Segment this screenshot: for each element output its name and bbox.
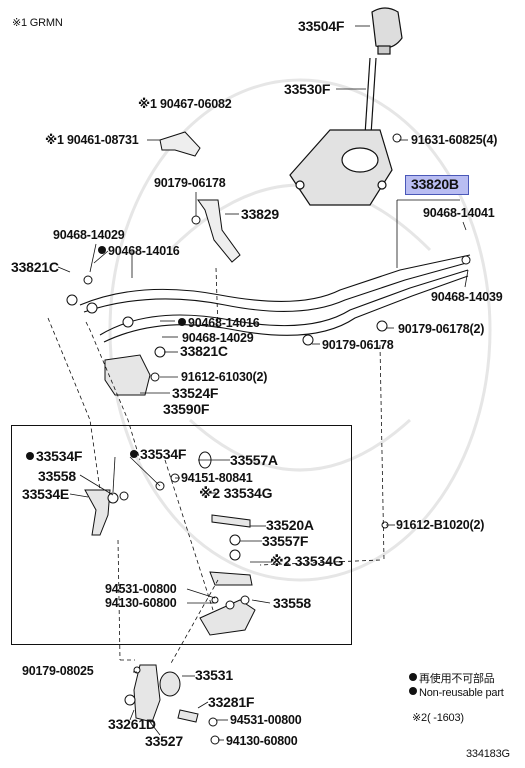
part-91631-60825[interactable]: 91631-60825(4) — [411, 133, 498, 147]
header-note: ※1 GRMN — [12, 16, 63, 30]
part-33558[interactable]: 33558 — [38, 468, 76, 484]
legend-reuse-jp: 再使用不可部品 — [409, 672, 495, 686]
part-33534G-row: ※2 33534G — [199, 485, 273, 501]
non-reusable-dot — [130, 450, 138, 458]
part-33520A[interactable]: 33520A — [266, 517, 314, 533]
part-33534F-b-label: 33534F — [140, 446, 187, 462]
part-33534G-b[interactable]: 33534G — [294, 553, 344, 569]
note-mark: ※1 — [12, 17, 27, 29]
note-mark-2: ※2 — [270, 553, 291, 569]
assembly-33590F-box — [11, 425, 352, 645]
part-90468-14029-b[interactable]: 90468-14029 — [182, 331, 254, 345]
legend-dot — [409, 687, 417, 695]
part-90468-14041[interactable]: 90468-14041 — [423, 206, 495, 220]
part-90468-14039[interactable]: 90468-14039 — [431, 290, 503, 304]
part-90179-08025[interactable]: 90179-08025 — [22, 664, 94, 678]
part-94151-80841[interactable]: 94151-80841 — [181, 471, 253, 485]
part-33530F[interactable]: 33530F — [284, 81, 331, 97]
footnote-text: ( -1603) — [426, 712, 464, 724]
note-mark-2: ※2 — [199, 485, 220, 501]
part-33820B[interactable]: 33820B — [411, 176, 459, 192]
part-90467-06082-row: ※1 90467-06082 — [138, 97, 232, 111]
part-90179-06178-b[interactable]: 90179-06178 — [322, 338, 394, 352]
part-94531-00800-b[interactable]: 94531-00800 — [230, 713, 302, 727]
part-33557F[interactable]: 33557F — [262, 533, 309, 549]
part-33281F[interactable]: 33281F — [208, 694, 255, 710]
part-33261D[interactable]: 33261D — [108, 716, 156, 732]
part-91612-B1020[interactable]: 91612-B1020(2) — [396, 518, 485, 532]
part-33558-b[interactable]: 33558 — [273, 595, 311, 611]
part-90179-06178-2[interactable]: 90179-06178(2) — [398, 322, 485, 336]
legend-reuse-jp-text: 再使用不可部品 — [419, 673, 495, 685]
shift-knob — [371, 7, 403, 55]
part-90461-08731-row: ※1 90461-08731 — [45, 133, 139, 147]
legend-reuse-en-text: Non-reusable part — [419, 687, 504, 699]
part-90468-14016-label: 90468-14016 — [108, 244, 180, 258]
legend-reuse-en: Non-reusable part — [409, 686, 504, 700]
part-33821C-b[interactable]: 33821C — [180, 343, 228, 359]
legend-dot — [409, 673, 417, 681]
part-33534F-b[interactable]: 33534F — [130, 447, 186, 461]
part-91612-61030[interactable]: 91612-61030(2) — [181, 370, 268, 384]
note-text: GRMN — [29, 17, 63, 29]
part-90467-06082[interactable]: 90467-06082 — [160, 97, 232, 111]
part-90461-08731[interactable]: 90461-08731 — [67, 133, 139, 147]
non-reusable-dot — [178, 318, 186, 326]
part-33527[interactable]: 33527 — [145, 733, 183, 749]
part-94130-60800-b[interactable]: 94130-60800 — [226, 734, 298, 748]
highlight-box-33820B — [405, 175, 469, 195]
note-mark-1: ※1 — [45, 133, 64, 147]
part-94531-00800[interactable]: 94531-00800 — [105, 582, 177, 596]
note-mark-1: ※1 — [138, 97, 157, 111]
footnote-mark: ※2 — [412, 712, 427, 724]
part-94130-60800[interactable]: 94130-60800 — [105, 596, 177, 610]
part-33829[interactable]: 33829 — [241, 206, 279, 222]
part-33534G-b-row: ※2 33534G — [270, 553, 344, 569]
part-90468-14016-b[interactable]: 90468-14016 — [178, 316, 260, 330]
diagram-id: 334183G — [466, 748, 510, 760]
non-reusable-dot — [26, 452, 34, 460]
part-33504F[interactable]: 33504F — [298, 18, 345, 34]
part-33821C[interactable]: 33821C — [11, 259, 59, 275]
part-90468-14016[interactable]: 90468-14016 — [98, 244, 180, 258]
part-33557A[interactable]: 33557A — [230, 452, 278, 468]
part-90468-14029[interactable]: 90468-14029 — [53, 228, 125, 242]
part-90179-06178[interactable]: 90179-06178 — [154, 176, 226, 190]
part-33531[interactable]: 33531 — [195, 667, 233, 683]
part-33590F[interactable]: 33590F — [163, 401, 210, 417]
part-33534E[interactable]: 33534E — [22, 486, 70, 502]
part-90468-14016-b-label: 90468-14016 — [188, 316, 260, 330]
part-33534F-label: 33534F — [36, 448, 83, 464]
part-33534G[interactable]: 33534G — [223, 485, 273, 501]
non-reusable-dot — [98, 246, 106, 254]
legend-footnote: ※2( -1603) — [412, 711, 464, 725]
part-33534F[interactable]: 33534F — [26, 449, 82, 463]
part-33524F[interactable]: 33524F — [172, 385, 219, 401]
